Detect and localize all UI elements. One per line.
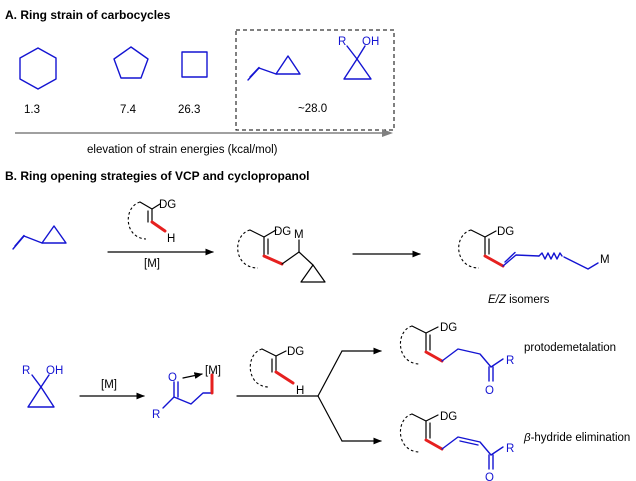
homoenolate-o-label: O	[168, 372, 177, 384]
section-a-title: A. Ring strain of carbocycles	[5, 8, 171, 22]
cyclopropanol-oh-label: OH	[362, 36, 379, 48]
strain-value-cyclopentane: 7.4	[120, 104, 137, 116]
homoenolate-structure: R O [M]	[152, 365, 221, 421]
strain-value-cyclohexane: 1.3	[24, 104, 40, 116]
beta-hydride-product-structure: DG R O	[399, 411, 514, 481]
three-membered-ring-box	[235, 29, 395, 131]
beta-text: -hydride elimination	[531, 432, 631, 444]
beta-hydride-o-label: O	[485, 472, 494, 481]
ez-label: E/Z	[488, 294, 507, 306]
protodemetalation-r-label: R	[506, 355, 514, 367]
beta-hydride-dg-label: DG	[440, 411, 457, 423]
vcp-product-m-label: M	[600, 254, 610, 266]
cyclopropanol-metal-label: [M]	[101, 379, 117, 391]
strain-value-cyclobutane: 26.3	[178, 104, 200, 116]
strain-axis-label: elevation of strain energies (kcal/mol)	[87, 144, 278, 156]
cyclohexane-structure	[19, 47, 57, 90]
protodemetalation-o-label: O	[485, 385, 494, 397]
cyclopropanol-reagent-arene-structure: DG H	[249, 346, 304, 397]
strain-elevation-arrow	[15, 129, 393, 137]
strain-value-cyclopropanes: ~28.0	[298, 103, 327, 115]
ez-isomers-label: E/Z isomers	[488, 294, 550, 306]
vcp-intermediate-structure: DG M	[237, 226, 326, 283]
vcp-reagent-h-label: H	[167, 233, 175, 245]
homoenolate-r-label: R	[152, 409, 160, 421]
section-b-title: B. Ring opening strategies of VCP and cy…	[5, 169, 309, 183]
reagent-h-label: H	[296, 385, 304, 397]
beta-hydride-label: β-hydride elimination	[523, 432, 630, 444]
cyclopentane-structure	[113, 46, 149, 79]
substrate-oh-label: OH	[46, 365, 63, 377]
cyclobutane-structure	[181, 51, 208, 78]
vcp-substrate-structure	[12, 225, 67, 250]
vcp-reagent-arene-structure: DG H	[127, 199, 176, 245]
vcp-product-dg-label: DG	[497, 226, 514, 238]
cyclopropanol-r-label: R	[338, 36, 346, 48]
beta-symbol: β	[523, 432, 531, 444]
vcp-product-structure: DG M	[458, 226, 610, 270]
substrate-r-label: R	[22, 365, 30, 377]
vinylcyclopropane-structure	[247, 55, 301, 81]
vcp-metal-label: [M]	[144, 258, 160, 270]
vcp-intermediate-m-label: M	[294, 229, 304, 241]
beta-hydride-r-label: R	[506, 443, 514, 455]
branching-reaction-arrow	[236, 347, 382, 445]
cyclopropanol-structure: R OH	[338, 36, 379, 80]
cyclopropanol-substrate-structure: R OH	[22, 365, 63, 408]
protodemetalation-label: protodemetalation	[524, 342, 616, 354]
vcp-reagent-dg-label: DG	[159, 199, 176, 211]
protodemetalation-dg-label: DG	[440, 322, 457, 334]
reagent-dg-label: DG	[287, 346, 304, 358]
homoenolate-metal-label: [M]	[205, 365, 221, 377]
isomers-word: isomers	[506, 294, 550, 306]
vcp-intermediate-dg-label: DG	[274, 226, 291, 238]
protodemetalation-product-structure: DG R O	[399, 322, 514, 397]
